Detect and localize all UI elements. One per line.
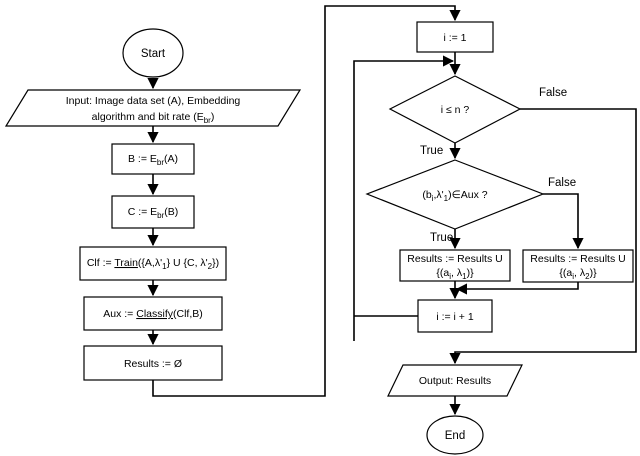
edge-results-to-i-init <box>152 5 461 397</box>
step-clf-node: Clf := Train({A,λ'1} U {C, λ'2}) <box>79 246 227 281</box>
step-c-node: C := Ebr(B) <box>111 195 195 229</box>
step-aux-box <box>83 296 223 331</box>
cond-aux-node: (bi,λ'1)∈Aux ? <box>365 159 545 230</box>
step-aux-node: Aux := Classify(Clf,B) <box>83 296 223 331</box>
cond-loop-node: i ≤ n ? <box>388 75 522 144</box>
step-b-node: B := Ebr(A) <box>111 143 195 175</box>
step-res-true-line1: Results := Results U <box>407 253 502 265</box>
step-res-true-node: Results := Results U {(ai, λ1)} <box>399 249 511 282</box>
edge-inc-loopback <box>353 55 455 341</box>
step-i-inc-node: i := i + 1 <box>417 299 493 333</box>
step-clf-label: Clf := Train({A,λ'1} U {C, λ'2}) <box>87 257 219 271</box>
step-results-init-label: Results := Ø <box>124 358 182 370</box>
edge-loop-false <box>449 108 637 365</box>
edges <box>147 5 637 416</box>
output-parallelogram <box>387 364 523 397</box>
cond-loop-label: i ≤ n ? <box>441 104 470 116</box>
input-label-line1: Input: Image data set (A), Embedding <box>66 95 241 107</box>
step-results-init-box <box>83 345 223 381</box>
step-i-init-box <box>416 21 494 53</box>
start-terminator <box>122 28 184 78</box>
step-i-init-node: i := 1 <box>416 21 494 53</box>
step-b-label: B := Ebr(A) <box>128 153 178 167</box>
input-node: Input: Image data set (A), Embedding alg… <box>4 89 302 127</box>
edge-aux-false <box>543 193 584 250</box>
step-clf-box <box>79 246 227 281</box>
step-res-true-box <box>399 249 511 282</box>
cond-loop-diamond <box>388 75 522 144</box>
step-b-box <box>111 143 195 175</box>
edge-resfalse-merge <box>455 282 579 295</box>
end-node: End <box>426 415 484 455</box>
step-res-false-box <box>522 249 634 283</box>
start-node: Start <box>122 28 184 78</box>
edge-label-true-loop: True <box>420 145 443 157</box>
step-results-init-node: Results := Ø <box>83 345 223 381</box>
end-terminator <box>426 415 484 455</box>
edge-label-true-aux: True <box>430 232 453 244</box>
step-res-true-line2: {(ai, λ1)} <box>436 267 474 281</box>
output-label: Output: Results <box>419 375 491 387</box>
step-res-false-line1: Results := Results U <box>530 253 625 265</box>
step-c-box <box>111 195 195 229</box>
step-aux-label: Aux := Classify(Clf,B) <box>103 308 203 320</box>
edge-label-false-loop: False <box>539 87 567 99</box>
step-res-false-line2: {(ai, λ2)} <box>559 267 597 281</box>
step-i-inc-box <box>417 299 493 333</box>
end-label: End <box>445 430 465 442</box>
input-label-line2: algorithm and bit rate (Ebr) <box>92 111 215 125</box>
output-node: Output: Results <box>387 364 523 397</box>
edge-label-false-aux: False <box>548 177 576 189</box>
step-res-false-node: Results := Results U {(ai, λ2)} <box>522 249 634 283</box>
step-c-label: C := Ebr(B) <box>128 206 179 220</box>
cond-aux-diamond <box>365 159 545 230</box>
step-i-inc-label: i := i + 1 <box>436 311 474 323</box>
start-label: Start <box>141 48 166 60</box>
step-i-init-label: i := 1 <box>443 32 466 44</box>
cond-aux-label: (bi,λ'1)∈Aux ? <box>422 189 487 203</box>
input-parallelogram <box>4 89 302 127</box>
